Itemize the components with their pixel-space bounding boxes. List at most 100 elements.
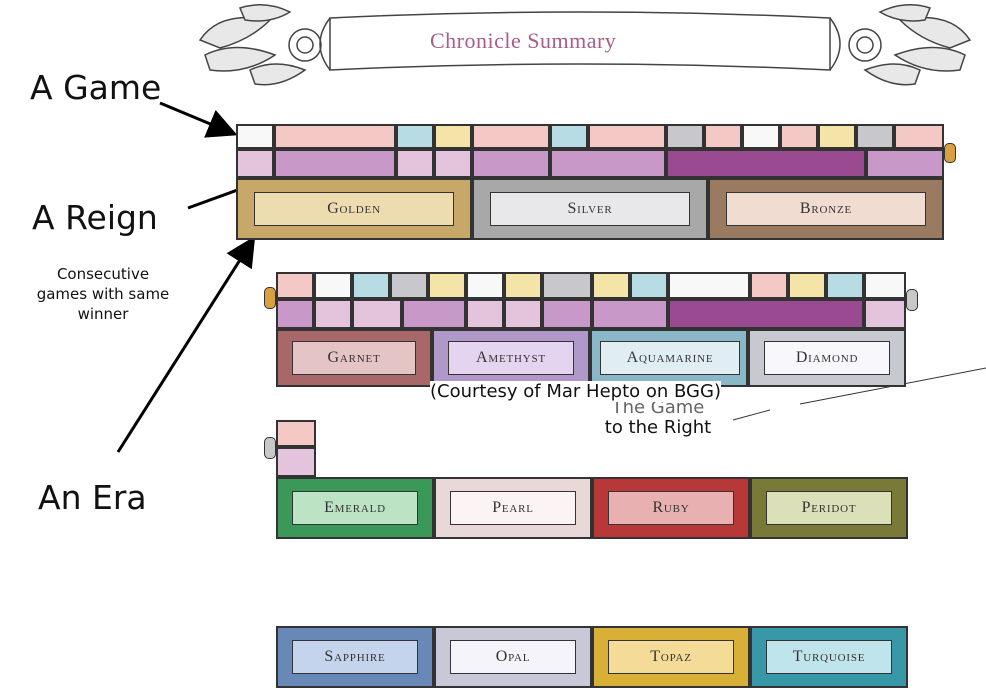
connector-nub-icon [906,289,918,311]
game-tile [276,420,316,447]
game-tile [428,272,466,299]
reign-bar [402,299,466,329]
game-tile [396,124,434,149]
reign-note-line-2: games with same [36,285,170,303]
reign-bar [396,149,434,178]
arrow-to-game [159,101,238,138]
chronicle-summary-banner [198,4,972,86]
courtesy-credit: (Courtesy of Mar Hepto on BGG) [430,381,721,402]
reign-bar [668,299,864,329]
reign-bar [542,299,592,329]
game-tile [818,124,856,149]
connector-nub-icon [944,143,956,163]
game-tile [826,272,864,299]
era-label-turquoise: Turquoise [766,640,892,674]
reign-note-line-1: Consecutive [56,265,150,283]
era-turquoise: Turquoise [750,626,908,688]
era-silver: Silver [472,178,708,240]
era-garnet: Garnet [276,329,432,387]
game-tile [592,272,630,299]
reign-bar [866,149,944,178]
era-golden: Golden [236,178,472,240]
era-sapphire: Sapphire [276,626,434,688]
era-label-ruby: Ruby [608,491,734,525]
reign-bar [314,299,352,329]
era-label-pearl: Pearl [450,491,576,525]
game-tile [666,124,704,149]
game-tile [390,272,428,299]
era-aquamarine: Aquamarine [590,329,748,387]
game-tile [630,272,668,299]
era-label-silver: Silver [490,192,690,226]
era-peridot: Peridot [750,477,908,539]
reign-bar [236,149,274,178]
reign-bar [504,299,542,329]
reign-bar [274,149,396,178]
label-a-reign: A Reign [32,198,158,237]
era-label-amethyst: Amethyst [448,341,574,375]
leaf-ornament-left-icon [198,4,322,86]
reign-bar [592,299,668,329]
reign-note-line-3: winner [77,305,129,323]
reign-bar [352,299,402,329]
reign-bar [276,299,314,329]
era-emerald: Emerald [276,477,434,539]
game-tile [542,272,592,299]
game-tile [742,124,780,149]
game-tile [472,124,550,149]
era-topaz: Topaz [592,626,750,688]
reign-bar [276,447,316,477]
label-game-to-right: The Game to the Right [578,398,738,438]
connector-nub-icon [264,287,276,309]
era-amethyst: Amethyst [432,329,590,387]
era-label-golden: Golden [254,192,454,226]
game-tile [856,124,894,149]
reign-bar [466,299,504,329]
game-tile [788,272,826,299]
label-reign-note: Consecutive games with same winner [0,264,206,324]
pointer-line-game-right-2 [732,409,771,421]
banner-title: Chronicle Summary [430,28,617,53]
reign-bar [472,149,550,178]
connector-nub-icon [264,437,276,459]
era-label-peridot: Peridot [766,491,892,525]
game-tile [276,272,314,299]
era-label-bronze: Bronze [726,192,926,226]
obscured-line-1: The Game [611,397,705,418]
era-opal: Opal [434,626,592,688]
game-tile [750,272,788,299]
reign-bar [434,149,472,178]
game-tile [588,124,666,149]
arrow-to-era [116,235,256,453]
reign-bar [864,299,906,329]
game-tile [466,272,504,299]
game-tile [668,272,750,299]
game-tile [274,124,396,149]
era-label-diamond: Diamond [764,341,890,375]
game-tile [504,272,542,299]
reign-bar [550,149,666,178]
era-label-topaz: Topaz [608,640,734,674]
era-pearl: Pearl [434,477,592,539]
leaf-ornament-right-icon [848,4,972,86]
label-an-era: An Era [38,478,147,517]
game-tile [704,124,742,149]
game-tile [894,124,944,149]
game-tile [352,272,390,299]
game-tile [864,272,906,299]
obscured-line-2: to the Right [604,417,712,438]
game-tile [780,124,818,149]
era-diamond: Diamond [748,329,906,387]
game-tile [434,124,472,149]
reign-bar [666,149,866,178]
label-a-game: A Game [30,68,162,107]
game-tile [550,124,588,149]
era-label-opal: Opal [450,640,576,674]
era-label-sapphire: Sapphire [292,640,418,674]
era-bronze: Bronze [708,178,944,240]
era-label-aquamarine: Aquamarine [600,341,740,375]
era-label-garnet: Garnet [292,341,416,375]
game-tile [236,124,274,149]
game-tile [314,272,352,299]
era-ruby: Ruby [592,477,750,539]
